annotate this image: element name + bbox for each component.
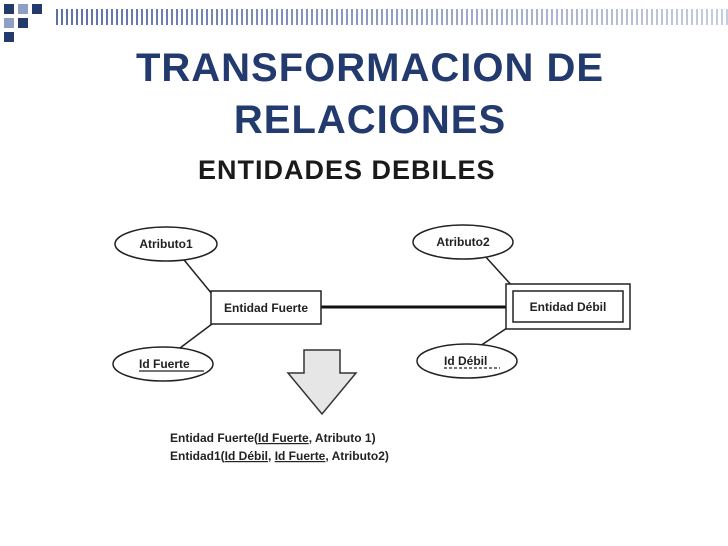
schema-line2-key2: Id Fuerte [275, 449, 326, 463]
deco-square [4, 32, 14, 42]
schema-line2-sep: , [268, 449, 275, 463]
entidad-fuerte-label: Entidad Fuerte [224, 301, 308, 315]
attribute-atributo1: Atributo1 [114, 226, 218, 262]
deco-square [32, 4, 42, 14]
id-fuerte-label: Id Fuerte [139, 357, 190, 371]
schema-line-2: Entidad1(Id Débil, Id Fuerte, Atributo2) [170, 449, 389, 463]
connector-attr2 [483, 254, 515, 289]
slide-subtitle: ENTIDADES DEBILES [198, 155, 496, 185]
header-stripe-decoration [56, 9, 728, 25]
connector-id-fuerte [179, 323, 213, 349]
entity-entidad-debil: Entidad Débil [505, 283, 631, 330]
schema-line1-key: Id Fuerte [258, 431, 309, 445]
connector-attr1 [179, 254, 213, 295]
attribute-atributo2: Atributo2 [412, 224, 514, 260]
slide-title: TRANSFORMACION DE RELACIONES [90, 42, 650, 146]
schema-line1-prefix: Entidad Fuerte( [170, 431, 258, 445]
deco-square [18, 4, 28, 14]
connector-id-debil [479, 325, 511, 347]
schema-line2-prefix: Entidad1( [170, 449, 225, 463]
title-line-2: RELACIONES [233, 98, 507, 142]
attribute-id-debil: Id Débil [416, 343, 518, 379]
attr2-label: Atributo2 [436, 235, 490, 249]
id-debil-label: Id Débil [444, 354, 487, 368]
attribute-id-fuerte: Id Fuerte [112, 346, 214, 382]
deco-square [4, 18, 14, 28]
title-line-1: TRANSFORMACION DE [135, 46, 605, 90]
schema-line-1: Entidad Fuerte(Id Fuerte, Atributo 1) [170, 431, 376, 445]
relational-schema: Entidad Fuerte(Id Fuerte, Atributo 1) En… [170, 431, 389, 463]
schema-line2-key1: Id Débil [225, 449, 268, 463]
schema-line1-rest: , Atributo 1) [309, 431, 376, 445]
deco-square [18, 18, 28, 28]
corner-squares-decoration [0, 0, 60, 60]
entity-entidad-fuerte: Entidad Fuerte [210, 290, 322, 325]
attr1-label: Atributo1 [139, 237, 193, 251]
schema-line2-rest: , Atributo2) [325, 449, 389, 463]
entidad-debil-label: Entidad Débil [530, 300, 607, 314]
deco-square [4, 4, 14, 14]
transform-arrow-icon [286, 349, 358, 416]
